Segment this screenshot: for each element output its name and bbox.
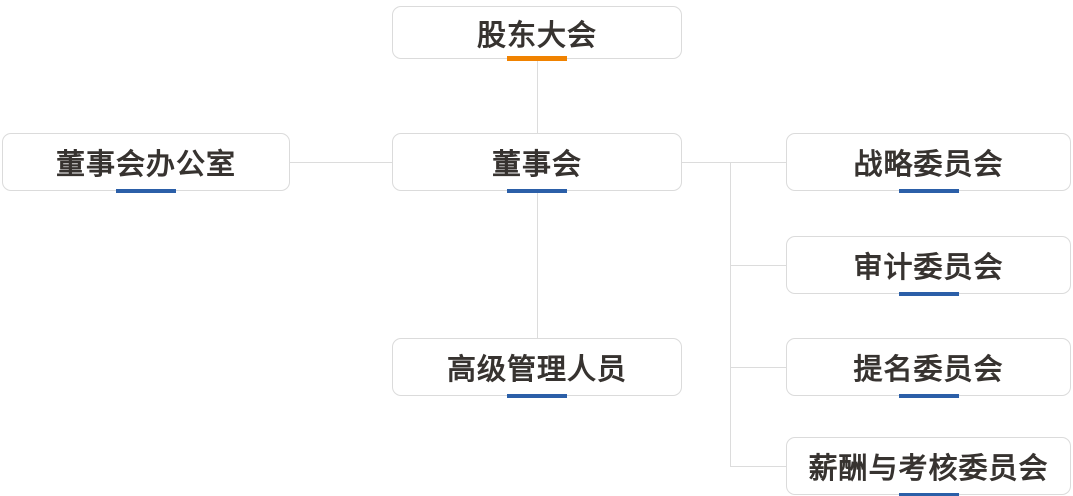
accent-underline bbox=[507, 394, 567, 398]
connector-trunk-to-nomination-committee bbox=[730, 367, 786, 368]
connector-committees-trunk bbox=[730, 162, 731, 466]
org-node-senior-management: 高级管理人员 bbox=[392, 338, 682, 398]
org-node-shareholders-meeting: 股东大会 bbox=[392, 6, 682, 61]
connector-shareholders-to-board bbox=[537, 59, 538, 133]
org-node-label: 提名委员会 bbox=[853, 354, 1004, 386]
org-node-label: 薪酬与考核委员会 bbox=[808, 453, 1049, 485]
connector-trunk-to-remuneration-committee bbox=[730, 466, 786, 467]
org-node-board-office: 董事会办公室 bbox=[2, 133, 290, 193]
org-node-board-of-directors: 董事会 bbox=[392, 133, 682, 193]
accent-underline bbox=[507, 189, 567, 193]
org-node-audit-committee: 审计委员会 bbox=[786, 236, 1071, 296]
org-node-label: 审计委员会 bbox=[853, 252, 1004, 284]
org-node-label: 董事会 bbox=[491, 149, 582, 181]
org-node-strategy-committee: 战略委员会 bbox=[786, 133, 1071, 193]
org-node-label: 董事会办公室 bbox=[55, 149, 236, 181]
accent-underline bbox=[507, 56, 567, 61]
accent-underline bbox=[898, 394, 959, 398]
connector-office-to-board bbox=[290, 162, 392, 163]
accent-underline bbox=[116, 189, 176, 193]
accent-underline bbox=[898, 292, 959, 296]
connector-trunk-to-audit-committee bbox=[730, 265, 786, 266]
org-node-remuneration-appraisal-committee: 薪酬与考核委员会 bbox=[786, 437, 1071, 496]
connector-board-to-senior-management bbox=[537, 191, 538, 338]
org-node-label: 高级管理人员 bbox=[446, 354, 627, 386]
accent-underline bbox=[898, 189, 959, 193]
org-node-label: 股东大会 bbox=[476, 19, 597, 52]
org-node-label: 战略委员会 bbox=[853, 149, 1004, 181]
accent-underline bbox=[898, 493, 959, 496]
connector-board-to-strategy-committee bbox=[682, 162, 786, 163]
org-node-nomination-committee: 提名委员会 bbox=[786, 338, 1071, 398]
